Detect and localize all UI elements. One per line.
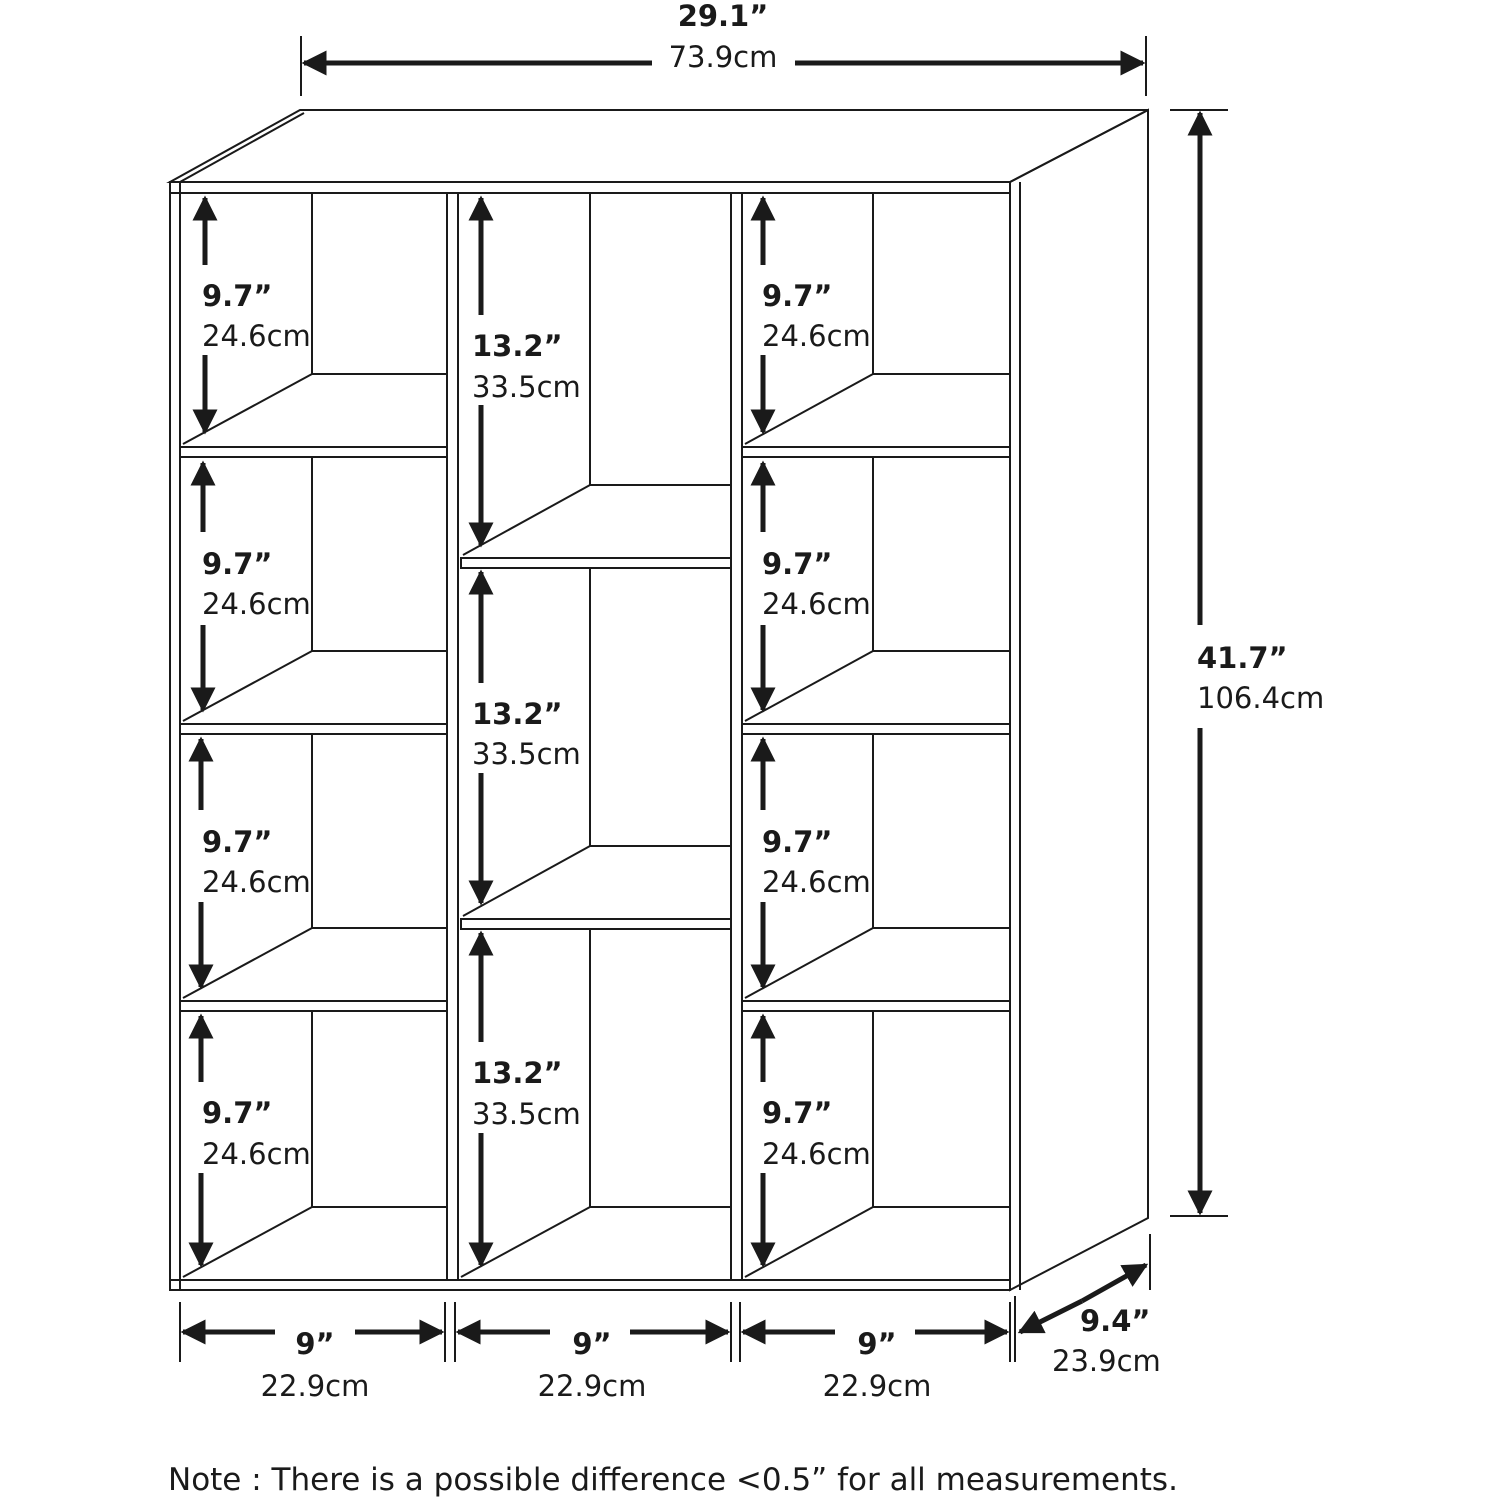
column-width-dimensions xyxy=(179,1302,1011,1362)
left-cube-3-inch: 9.7” xyxy=(202,825,272,859)
middle-cube-3-inch: 13.2” xyxy=(472,1056,563,1090)
col3-width-cm: 22.9cm xyxy=(823,1369,932,1403)
overall-width-cm: 73.9cm xyxy=(669,40,778,74)
right-cube-3-inch: 9.7” xyxy=(762,825,832,859)
col1-width-cm: 22.9cm xyxy=(261,1369,370,1403)
col3-width-inch: 9” xyxy=(857,1327,896,1361)
middle-cube-1-inch: 13.2” xyxy=(472,329,563,363)
cabinet-top xyxy=(166,109,1149,183)
right-shelf-3 xyxy=(741,1000,1011,1012)
cabinet xyxy=(166,108,1149,1292)
left-cube-1-cm: 24.6cm xyxy=(202,319,311,353)
cabinet-top-inner xyxy=(179,112,305,183)
cabinet-front-frame xyxy=(169,181,1011,1291)
right-cube-2-inch: 9.7” xyxy=(762,547,832,581)
middle-cube-3-cm: 33.5cm xyxy=(472,1097,581,1131)
depth-inch: 9.4” xyxy=(1080,1304,1150,1338)
right-cube-3-cm: 24.6cm xyxy=(762,865,871,899)
measurement-note: Note : There is a possible difference <0… xyxy=(168,1462,1178,1498)
middle-shelf-1 xyxy=(460,557,732,569)
dimension-labels: 29.1” 73.9cm 41.7” 106.4cm 9.4” 23.9cm 9… xyxy=(202,0,1324,1403)
col2-width-cm: 22.9cm xyxy=(538,1369,647,1403)
overall-height-cm: 106.4cm xyxy=(1197,681,1324,715)
middle-cube-2-inch: 13.2” xyxy=(472,697,563,731)
left-cube-3-cm: 24.6cm xyxy=(202,865,311,899)
left-cube-4-inch: 9.7” xyxy=(202,1096,272,1130)
right-cube-1-cm: 24.6cm xyxy=(762,319,871,353)
depth-arrow xyxy=(1017,1298,1084,1335)
right-cube-1-inch: 9.7” xyxy=(762,279,832,313)
overall-height-inch: 41.7” xyxy=(1197,641,1288,675)
cabinet-side-panel xyxy=(1009,108,1149,1292)
col2-width-inch: 9” xyxy=(572,1327,611,1361)
middle-cube-2-cm: 33.5cm xyxy=(472,737,581,771)
right-shelf-1 xyxy=(741,446,1011,458)
right-shelf-2 xyxy=(741,723,1011,735)
cube-height-arrows xyxy=(188,195,776,1268)
middle-shelf-2 xyxy=(460,918,732,930)
left-cube-1-inch: 9.7” xyxy=(202,279,272,313)
right-cube-4-inch: 9.7” xyxy=(762,1096,832,1130)
overall-width-inch: 29.1” xyxy=(678,0,769,33)
middle-cube-1-cm: 33.5cm xyxy=(472,370,581,404)
depth-cm: 23.9cm xyxy=(1052,1344,1161,1378)
left-cube-4-cm: 24.6cm xyxy=(202,1137,311,1171)
left-cube-2-inch: 9.7” xyxy=(202,547,272,581)
left-cube-2-cm: 24.6cm xyxy=(202,587,311,621)
depth-arrow-back xyxy=(1080,1262,1149,1304)
left-shelf-1 xyxy=(179,446,448,458)
col1-width-inch: 9” xyxy=(295,1327,334,1361)
right-cube-4-cm: 24.6cm xyxy=(762,1137,871,1171)
right-cube-2-cm: 24.6cm xyxy=(762,587,871,621)
left-shelf-3 xyxy=(179,1000,448,1012)
left-shelf-2 xyxy=(179,723,448,735)
overall-dimensions xyxy=(300,36,1228,1362)
